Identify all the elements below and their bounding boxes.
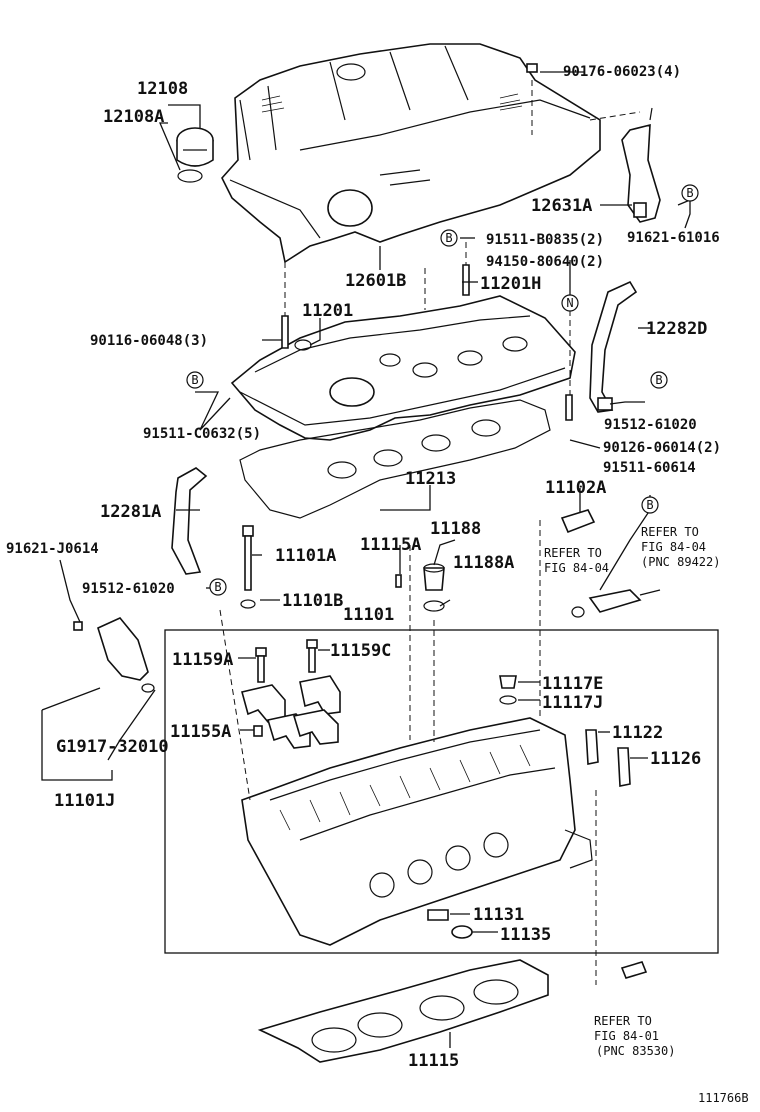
marker-n [561, 294, 579, 312]
marker-b-5 [641, 496, 659, 514]
marker-b-4 [650, 371, 668, 389]
ref3-line3: (PNC 83530) [596, 1044, 675, 1058]
label-11101j: 11101J [54, 791, 115, 811]
label-11115a: 11115A [360, 535, 421, 555]
callout-markers: B B N B B B B [186, 184, 699, 596]
label-11102a: 11102A [545, 478, 606, 498]
small-bolts-drawing [255, 639, 318, 683]
sensor-lower-drawing [595, 790, 648, 985]
label-94150: 94150-80640(2) [486, 254, 604, 270]
head-gasket-drawing [257, 959, 549, 1063]
label-11122: 11122 [612, 723, 663, 743]
bracket-12282d-drawing [589, 280, 638, 413]
marker-b-4-text: B [655, 373, 662, 387]
label-11131: 11131 [473, 905, 524, 925]
label-91511-60614: 91511-60614 [603, 460, 696, 476]
label-90126: 90126-06014(2) [603, 440, 721, 456]
ref3-line2: FIG 84-01 [594, 1029, 659, 1043]
label-11159c: 11159C [330, 641, 391, 661]
label-11213: 11213 [405, 469, 456, 489]
pin-drawing [395, 574, 402, 588]
marker-b-2 [440, 229, 458, 247]
diagram-id: 111766B [698, 1091, 749, 1105]
ref2-line2: FIG 84-04 [641, 540, 706, 554]
reference-notes: REFER TO FIG 84-04 REFER TO FIG 84-04 (P… [544, 525, 720, 1058]
ref1-line2: FIG 84-04 [544, 561, 609, 575]
label-11155a: 11155A [170, 722, 231, 742]
label-11188a: 11188A [453, 553, 514, 573]
label-91621-j0614: 91621-J0614 [6, 541, 99, 557]
bolt-90176-drawing [526, 63, 641, 135]
seals-drawing [427, 909, 473, 939]
label-11188: 11188 [430, 519, 481, 539]
head-bolt-drawing [240, 525, 256, 609]
label-11201: 11201 [302, 301, 353, 321]
label-12631a: 12631A [531, 196, 592, 216]
cylinder-head-cover-drawing [230, 295, 576, 441]
plug-11117-drawing [499, 675, 517, 705]
label-12108: 12108 [137, 79, 188, 99]
label-90176: 90176-06023(4) [563, 64, 681, 80]
bearing-caps-drawing [241, 675, 341, 749]
label-12108a: 12108A [103, 107, 164, 127]
engine-cover-drawing [221, 43, 601, 264]
label-11115: 11115 [408, 1051, 459, 1071]
bracket-12631a-drawing [621, 107, 661, 223]
sensor-11102a-drawing [560, 509, 661, 618]
label-11117e: 11117E [542, 674, 603, 694]
oil-filler-cap-drawing [176, 127, 214, 183]
part-labels: 12108 12108A 90176-06023(4) 12631A 91621… [6, 64, 749, 1105]
marker-b-2-text: B [445, 231, 452, 245]
label-11117j: 11117J [542, 693, 603, 713]
label-g1917: G1917-32010 [56, 737, 169, 757]
ref1-line1: REFER TO [544, 546, 602, 560]
bracket-12281a-drawing [171, 467, 208, 575]
marker-b-1 [681, 184, 699, 202]
ref2-line3: (PNC 89422) [641, 555, 720, 569]
plug-drawing [423, 563, 445, 612]
label-12281a: 12281A [100, 502, 161, 522]
valve-guides-drawing [585, 729, 631, 787]
cylinder-head-drawing [241, 717, 593, 946]
label-11126: 11126 [650, 749, 701, 769]
marker-b-5-text: B [646, 498, 653, 512]
label-11159a: 11159A [172, 650, 233, 670]
label-11135: 11135 [500, 925, 551, 945]
label-11101: 11101 [343, 605, 394, 625]
label-90116: 90116-06048(3) [90, 333, 208, 349]
label-91512-61020-b: 91512-61020 [82, 581, 175, 597]
label-11101a: 11101A [275, 546, 336, 566]
label-91512-61020-a: 91512-61020 [604, 417, 697, 433]
marker-b-1-text: B [686, 186, 693, 200]
label-91511-c0632: 91511-C0632(5) [143, 426, 261, 442]
label-91621-61016: 91621-61016 [627, 230, 720, 246]
stud-bolts-drawing [281, 242, 573, 421]
label-12282d: 12282D [646, 319, 707, 339]
head-cover-gasket-drawing [239, 399, 551, 519]
oil-control-valve-drawing [73, 617, 155, 693]
label-12601b: 12601B [345, 271, 406, 291]
ref2-line1: REFER TO [641, 525, 699, 539]
marker-b-6 [209, 578, 227, 596]
label-11101b: 11101B [282, 591, 343, 611]
marker-b-6-text: B [214, 580, 221, 594]
marker-b-3-text: B [191, 373, 198, 387]
marker-n-text: N [566, 296, 573, 310]
ref3-line1: REFER TO [594, 1014, 652, 1028]
cylinder-head-group-frame [164, 629, 719, 954]
label-91511-b0835: 91511-B0835(2) [486, 232, 604, 248]
marker-b-3 [186, 371, 204, 389]
label-11201h: 11201H [480, 274, 541, 294]
